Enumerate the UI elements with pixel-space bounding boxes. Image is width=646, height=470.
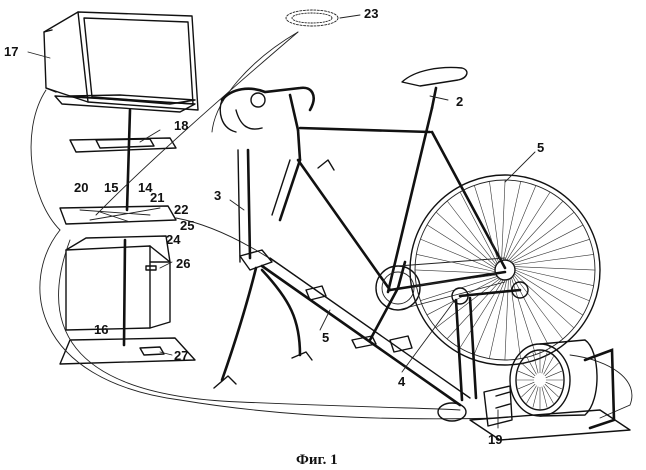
label-23: 23 — [364, 6, 378, 21]
figure-caption: Фиг. 1 — [296, 452, 338, 468]
fan-vane — [545, 363, 559, 376]
bicycle — [220, 68, 505, 348]
fan-vane — [546, 371, 562, 378]
label-15: 15 — [104, 180, 118, 195]
label-5-wheel: 5 — [537, 140, 544, 155]
wheel-spoke — [502, 180, 506, 261]
wheel-spoke — [416, 254, 495, 271]
monitor — [44, 12, 198, 112]
fan-vane — [518, 371, 534, 378]
wheel-spoke — [415, 270, 496, 274]
label-21: 21 — [150, 190, 164, 205]
fan-vane — [533, 352, 538, 373]
wheel-spoke — [460, 192, 497, 264]
wheel-spoke — [420, 239, 495, 270]
label-20: 20 — [74, 180, 88, 195]
label-17: 17 — [4, 44, 18, 59]
sensor-halo — [286, 10, 360, 26]
label-22: 22 — [174, 202, 188, 217]
wheel-spoke — [514, 275, 563, 339]
wheel-spoke — [508, 201, 562, 260]
wheel-spoke — [436, 279, 500, 328]
trainer-frame — [214, 150, 630, 440]
wheel-spoke — [510, 212, 574, 261]
label-2: 2 — [456, 94, 463, 109]
label-25: 25 — [180, 218, 194, 233]
wheel-spoke — [460, 280, 503, 348]
wheel-spoke — [513, 276, 550, 348]
label-5-beam: 5 — [322, 330, 329, 345]
rear-wheel — [410, 175, 600, 365]
fan-vane — [518, 382, 534, 389]
fan-vane — [546, 382, 562, 389]
label-4: 4 — [398, 374, 406, 389]
wheel-spoke — [514, 267, 595, 271]
fan-vane — [533, 387, 538, 408]
wheel-spoke — [511, 225, 583, 262]
wheel-spoke — [503, 181, 520, 260]
fan-vane — [521, 384, 535, 397]
label-18: 18 — [174, 118, 188, 133]
wheel-spoke — [447, 201, 496, 265]
fan-vane — [544, 386, 554, 404]
label-26: 26 — [176, 256, 190, 271]
label-24: 24 — [166, 232, 181, 247]
label-3: 3 — [214, 188, 221, 203]
fan-vane — [545, 384, 559, 397]
fan-vane — [544, 357, 554, 375]
cables — [31, 32, 632, 419]
wheel-spoke — [436, 212, 495, 266]
wheel-spoke — [507, 192, 550, 260]
label-27: 27 — [174, 348, 188, 363]
label-19: 19 — [488, 432, 502, 447]
control-box — [66, 236, 170, 330]
fan-vane — [526, 357, 536, 375]
fan-vane — [521, 363, 535, 376]
wheel-spoke — [505, 185, 536, 260]
label-16: 16 — [94, 322, 108, 337]
wheel-spoke — [515, 272, 583, 315]
wheel-spoke — [514, 273, 573, 327]
wheel-spoke — [515, 268, 594, 285]
fan-vane — [526, 386, 536, 404]
fan-vane — [542, 387, 547, 408]
fan-vane — [542, 352, 547, 373]
